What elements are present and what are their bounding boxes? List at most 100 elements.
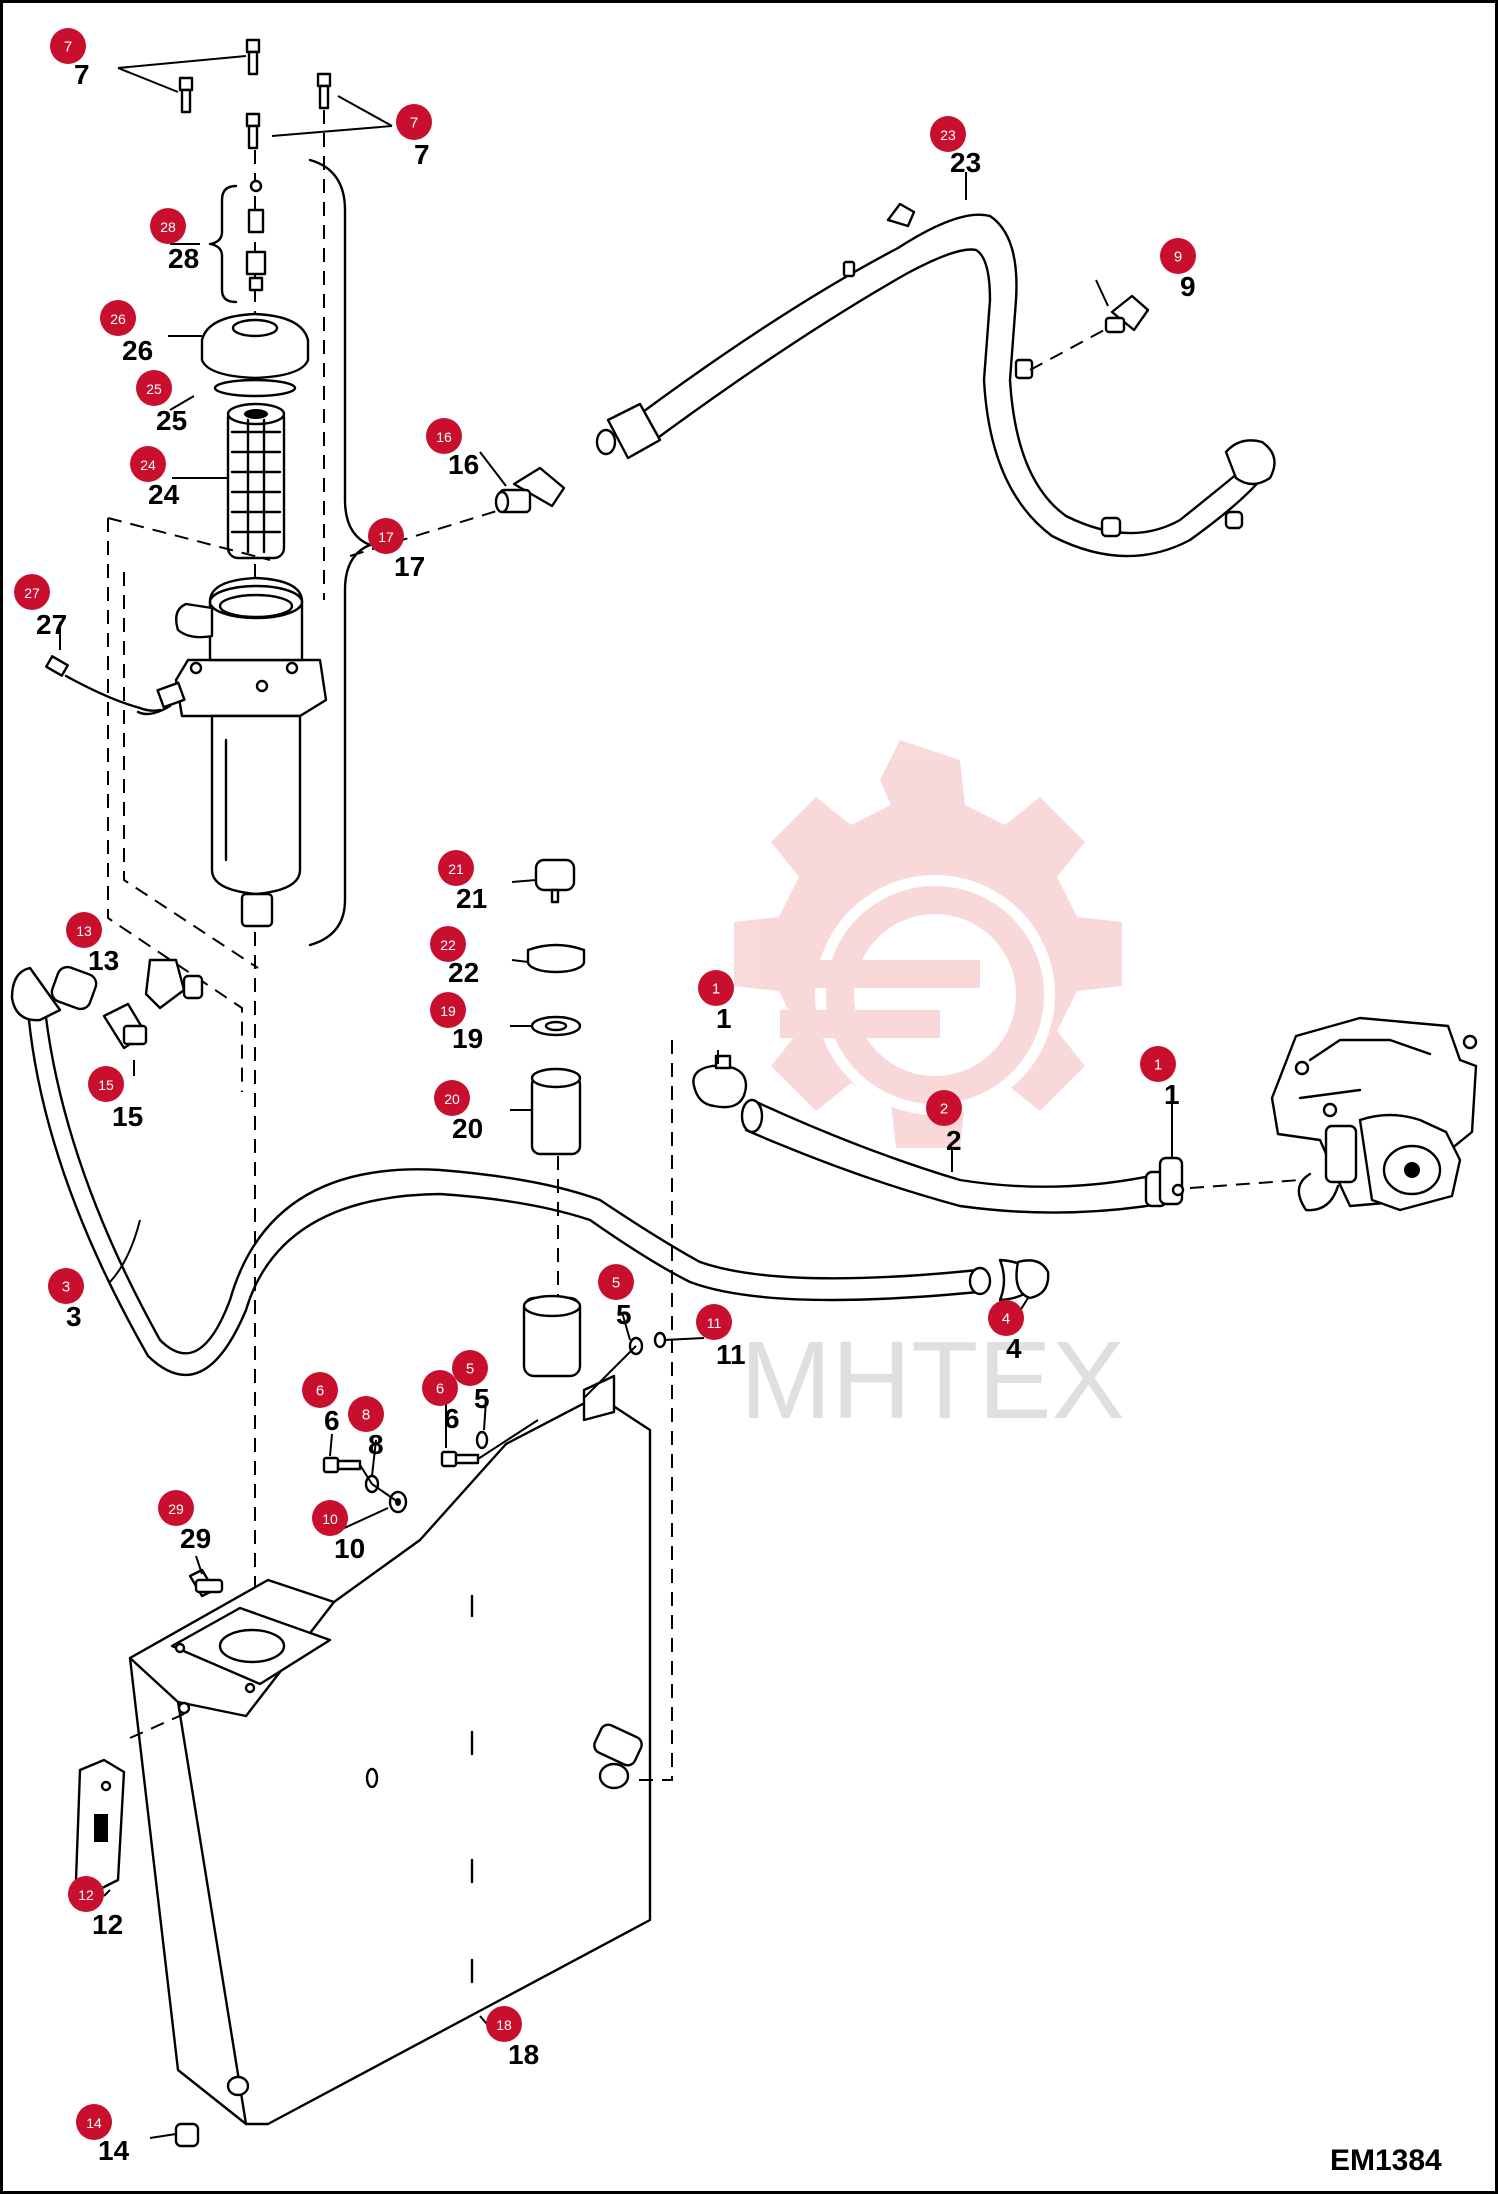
- callout-badge-icon: [434, 1080, 470, 1116]
- callout-badge-number: 5: [466, 1361, 474, 1378]
- part-number-label: 4: [1006, 1333, 1022, 1364]
- part-number-label: 3: [66, 1301, 82, 1332]
- callout-c1b: 11: [1140, 1046, 1180, 1110]
- callout-badge-number: 18: [496, 2017, 512, 2033]
- part-number-label: 16: [448, 449, 479, 480]
- part-number-label: 13: [88, 945, 119, 976]
- callout-badge-number: 27: [24, 585, 40, 601]
- callout-badge-icon: [438, 850, 474, 886]
- callout-badge-number: 24: [140, 457, 156, 473]
- callout-badge-icon: [396, 104, 432, 140]
- callout-badge-icon: [48, 1268, 84, 1304]
- callout-badge-icon: [68, 1876, 104, 1912]
- callout-c7a: 77: [50, 28, 90, 90]
- part-number-label: 5: [474, 1383, 490, 1414]
- callout-c5a: 55: [598, 1264, 634, 1330]
- part-number-label: 12: [92, 1909, 123, 1940]
- callout-badge-number: 12: [78, 1887, 94, 1903]
- callout-badge-icon: [988, 1300, 1024, 1336]
- callout-badge-icon: [598, 1264, 634, 1300]
- part-number-label: 1: [716, 1003, 732, 1034]
- tank-18: [128, 1294, 652, 2126]
- fitting-15: [102, 1002, 148, 1050]
- callout-badge-number: 17: [378, 529, 394, 545]
- callout-c6a: 66: [302, 1372, 340, 1436]
- callout-badge-icon: [50, 28, 86, 64]
- callout-badge-number: 26: [110, 311, 126, 327]
- part-number-label: 14: [98, 2135, 130, 2166]
- filter-housing-17: [174, 576, 328, 928]
- clamp-1a: [692, 1054, 748, 1109]
- callout-c7b: 77: [396, 104, 432, 170]
- callout-badge-number: 19: [440, 1003, 456, 1019]
- watermark-text: MHTEX: [740, 1319, 1125, 1442]
- tube-23: [595, 202, 1276, 558]
- bolts-7: [117, 38, 393, 150]
- part-number-label: 26: [122, 335, 153, 366]
- part-number-label: 10: [334, 1533, 365, 1564]
- part-number-label: 7: [414, 139, 430, 170]
- elbow-13: [144, 958, 204, 1010]
- callout-badge-number: 6: [316, 1383, 324, 1400]
- callout-badge-icon: [66, 912, 102, 948]
- callout-badge-icon: [100, 300, 136, 336]
- callout-c1a: 11: [698, 970, 734, 1034]
- callout-c5b: 55: [452, 1350, 490, 1414]
- callout-badge-number: 6: [436, 1381, 444, 1398]
- callout-badge-number: 5: [612, 1275, 620, 1292]
- callout-badge-number: 13: [76, 923, 92, 939]
- callout-badge-number: 2: [940, 1101, 948, 1118]
- callout-badge-icon: [696, 1304, 732, 1340]
- callout-badge-number: 11: [707, 1315, 722, 1331]
- washer-5b: [475, 1430, 489, 1450]
- pump-assembly: [1270, 1016, 1478, 1212]
- callout-badge-number: 21: [448, 861, 464, 877]
- callout-badge-icon: [486, 2006, 522, 2042]
- part-number-label: 9: [1180, 271, 1196, 302]
- tank-return-line: [634, 1040, 673, 1781]
- callout-badge-number: 20: [444, 1091, 460, 1107]
- callout-badge-icon: [930, 116, 966, 152]
- part-number-label: 21: [456, 883, 487, 914]
- part-number-label: 5: [616, 1299, 632, 1330]
- callout-badge-icon: [130, 446, 166, 482]
- callout-badge-icon: [426, 418, 462, 454]
- part-number-label: 1: [1164, 1079, 1180, 1110]
- part-number-label: 6: [444, 1403, 460, 1434]
- part-number-label: 11: [716, 1339, 746, 1370]
- callout-badge-icon: [430, 926, 466, 962]
- part-number-label: 2: [946, 1125, 962, 1156]
- filler-cap-26: [200, 312, 310, 380]
- callout-badge-icon: [430, 992, 466, 1028]
- callout-badge-icon: [312, 1500, 348, 1536]
- callout-c11: 11 11: [696, 1304, 746, 1370]
- plug-11: [653, 1331, 667, 1349]
- callout-badge-icon: [452, 1350, 488, 1386]
- callout-badge-number: 23: [940, 127, 956, 143]
- part-number-label: 15: [112, 1101, 143, 1132]
- part-number-label: 23: [950, 147, 981, 178]
- callout-badge-number: 1: [1154, 1057, 1162, 1074]
- callout-c9: 99: [1160, 238, 1196, 302]
- strainer-stack: [526, 858, 586, 1156]
- part-number-label: 6: [324, 1405, 340, 1436]
- gasket-25: [213, 378, 297, 398]
- callout-badge-icon: [14, 574, 50, 610]
- callout-badge-number: 29: [168, 1501, 184, 1517]
- fitting-9: [1104, 294, 1150, 334]
- callout-badge-icon: [1160, 238, 1196, 274]
- part-number-label: 24: [148, 479, 180, 510]
